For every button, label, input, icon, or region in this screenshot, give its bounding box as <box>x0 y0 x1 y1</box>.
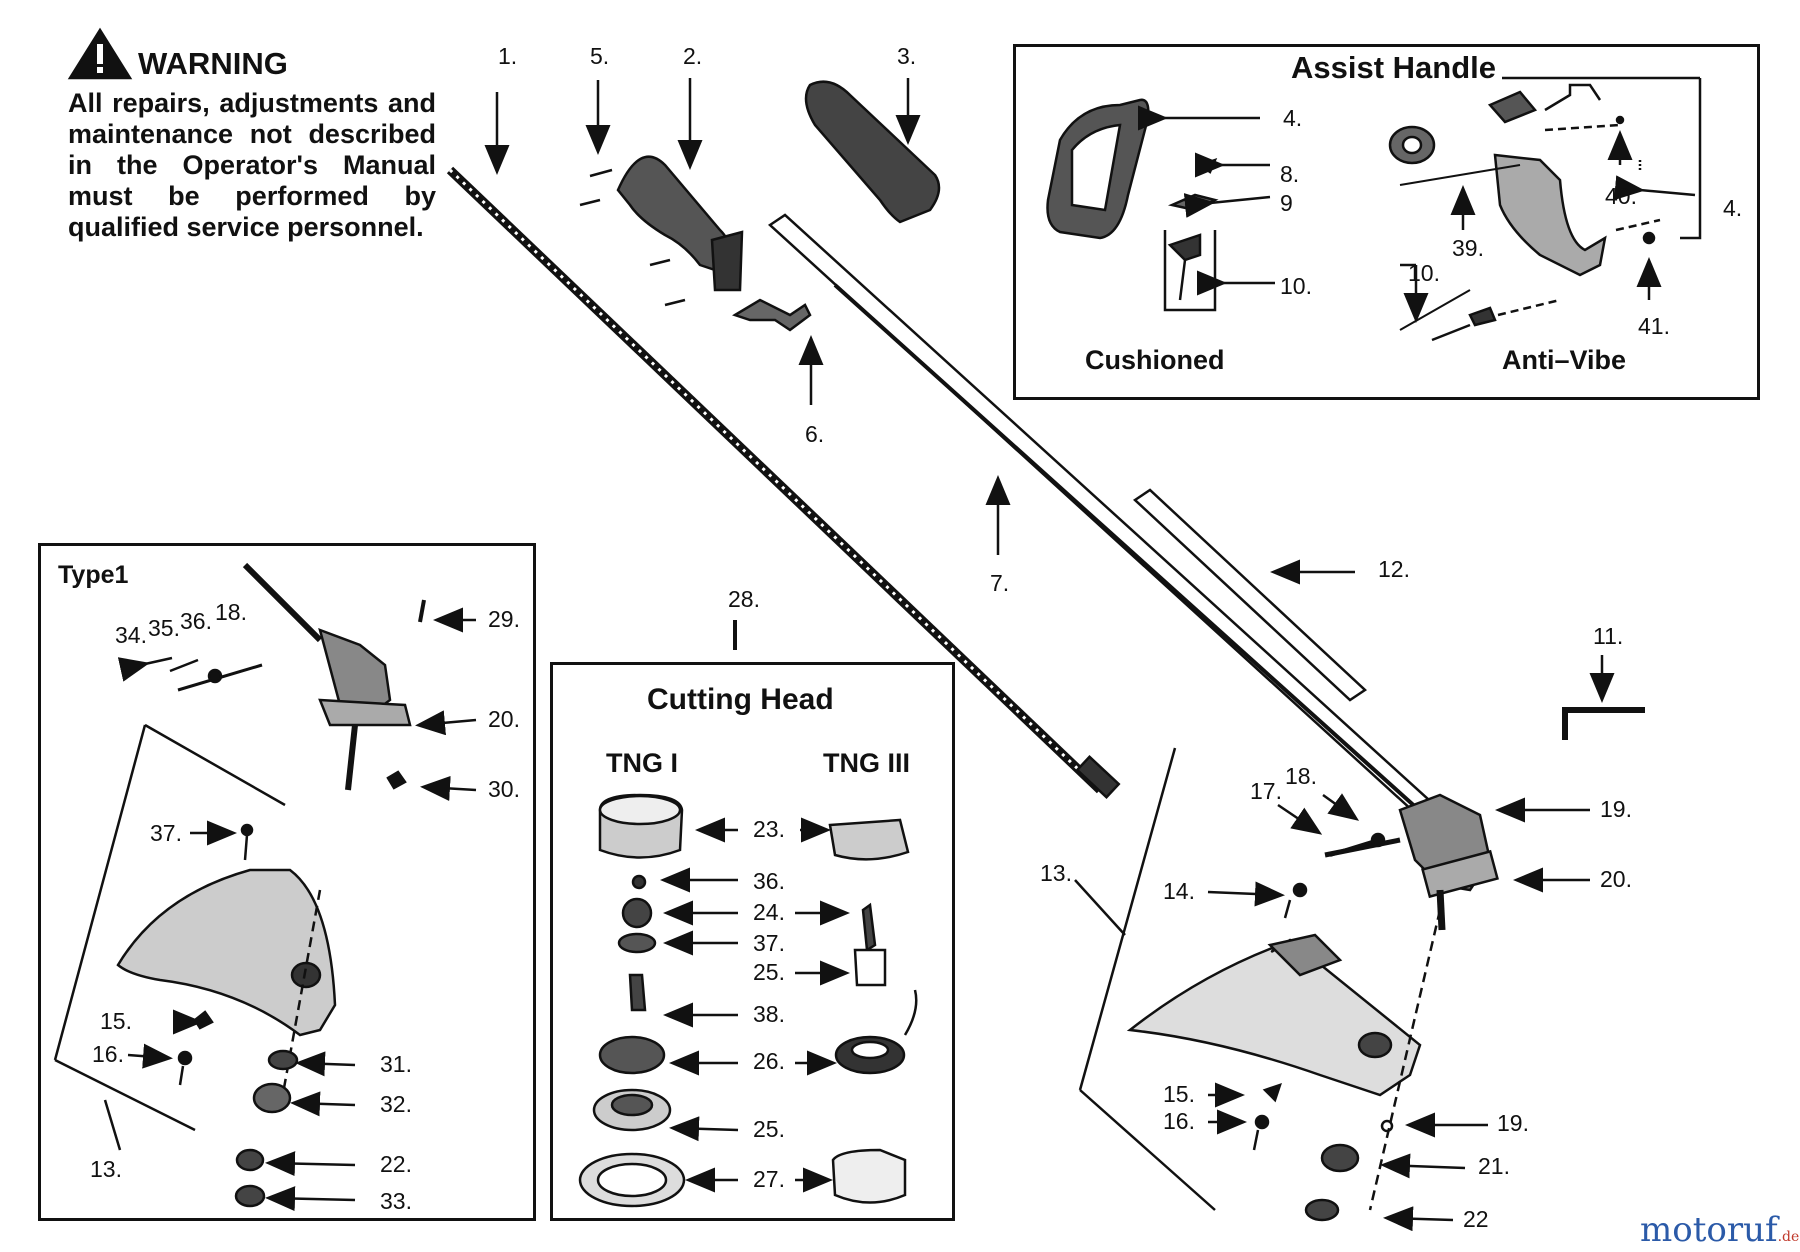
callout-assist-10b: 10. <box>1408 260 1440 286</box>
allen-wrench <box>1562 707 1645 740</box>
latch-part <box>732 298 812 332</box>
callout-type1-22: 22. <box>380 1151 412 1177</box>
shield-right-fasteners <box>1252 832 1394 1222</box>
type1-panel <box>38 543 536 1221</box>
callout-cut-36: 36. <box>753 868 785 894</box>
brand-tld: .de <box>1777 1229 1800 1245</box>
callout-type1-36: 36. <box>180 608 212 634</box>
callout-type1-13: 13. <box>90 1156 122 1182</box>
callout-shield-19b: 19. <box>1497 1110 1529 1136</box>
callout-shield-17: 17. <box>1250 778 1282 804</box>
tng1-label: TNG I <box>606 748 678 778</box>
tng3-label: TNG III <box>823 748 910 778</box>
type1-title: Type1 <box>58 561 129 589</box>
callout-type1-29: 29. <box>488 606 520 632</box>
callout-shield-15: 15. <box>1163 1081 1195 1107</box>
trigger-cover <box>804 80 941 224</box>
callout-type1-34: 34. <box>115 622 147 648</box>
decal-strip <box>1132 488 1368 702</box>
cutting-head-panel <box>550 662 955 1221</box>
brand-watermark: motoruf.de <box>1640 1210 1799 1250</box>
callout-cut-37: 37. <box>753 930 785 956</box>
callout-shield-21: 21. <box>1478 1153 1510 1179</box>
callout-assist-10: 10. <box>1280 273 1312 299</box>
shield-right <box>1078 747 1442 1211</box>
type1-arrows <box>103 607 477 1212</box>
assist-handle-panel <box>1013 44 1760 400</box>
callout-type1-18: 18. <box>215 599 247 625</box>
callout-assist-8: 8. <box>1280 161 1300 187</box>
assist-handle-artwork <box>1046 76 1702 342</box>
callout-6: 6. <box>805 421 825 447</box>
warning-text: All repairs, adjustments and maintenance… <box>68 88 436 242</box>
callout-cut-25: 25. <box>753 959 785 985</box>
callout-11: 11. <box>1593 623 1624 649</box>
callout-cut-38: 38. <box>753 1001 785 1027</box>
callout-assist-4: 4. <box>1283 105 1303 131</box>
callout-assist-9: 9 <box>1280 190 1293 216</box>
callout-type1-35: 35. <box>148 615 180 641</box>
shield-arrows <box>1074 793 1590 1232</box>
callout-type1-30: 30. <box>488 776 520 802</box>
callout-cut-24: 24. <box>753 899 785 925</box>
callout-1: 1. <box>498 43 518 69</box>
callout-cut-27: 27. <box>753 1166 785 1192</box>
callout-cut-28: 28. <box>728 586 760 612</box>
callout-type1-37: 37. <box>150 820 182 846</box>
callout-shield-14: 14. <box>1163 878 1195 904</box>
callout-type1-33: 33. <box>380 1188 412 1214</box>
callout-cut-26: 26. <box>753 1048 785 1074</box>
callout-12: 12. <box>1378 556 1410 582</box>
cutting-head-title: Cutting Head <box>647 683 834 716</box>
callout-2: 2. <box>683 43 703 69</box>
callout-shield-13: 13. <box>1040 860 1072 886</box>
brand-name: motoruf <box>1640 1210 1778 1250</box>
callout-assist-39: 39. <box>1452 235 1484 261</box>
warning-heading: WARNING <box>138 46 288 81</box>
callout-shield-22: 22 <box>1463 1206 1489 1232</box>
callout-7: 7. <box>990 570 1010 596</box>
callout-type1-20: 20. <box>488 706 520 732</box>
type1-artwork <box>53 562 426 1208</box>
callout-shield-20: 20. <box>1600 866 1632 892</box>
callout-assist-4b: 4. <box>1723 195 1743 221</box>
handle-part <box>579 155 744 307</box>
callout-shield-16: 16. <box>1163 1108 1195 1134</box>
anti-vibe-label: Anti–Vibe <box>1502 345 1627 375</box>
callout-3: 3. <box>897 43 917 69</box>
callout-cut-25b: 25. <box>753 1116 785 1142</box>
callout-shield-19: 19. <box>1600 796 1632 822</box>
cushioned-label: Cushioned <box>1085 345 1225 375</box>
callout-shield-18: 18. <box>1285 763 1317 789</box>
callout-cut-23: 23. <box>753 816 785 842</box>
cutting-head-artwork <box>578 620 918 1208</box>
drive-shaft <box>446 166 1121 799</box>
callout-type1-16: 16. <box>92 1041 124 1067</box>
callout-arrows-top <box>484 78 1615 703</box>
callout-type1-32: 32. <box>380 1091 412 1117</box>
warning-triangle-icon <box>67 27 133 80</box>
callout-assist-41: 41. <box>1638 313 1670 339</box>
assist-handle-title: Assist Handle <box>1285 52 1503 83</box>
callout-type1-31: 31. <box>380 1051 412 1077</box>
callout-5: 5. <box>590 43 610 69</box>
callout-type1-15: 15. <box>100 1008 132 1034</box>
cutting-head-arrows <box>660 817 850 1193</box>
callout-assist-40: 40. <box>1605 183 1637 209</box>
